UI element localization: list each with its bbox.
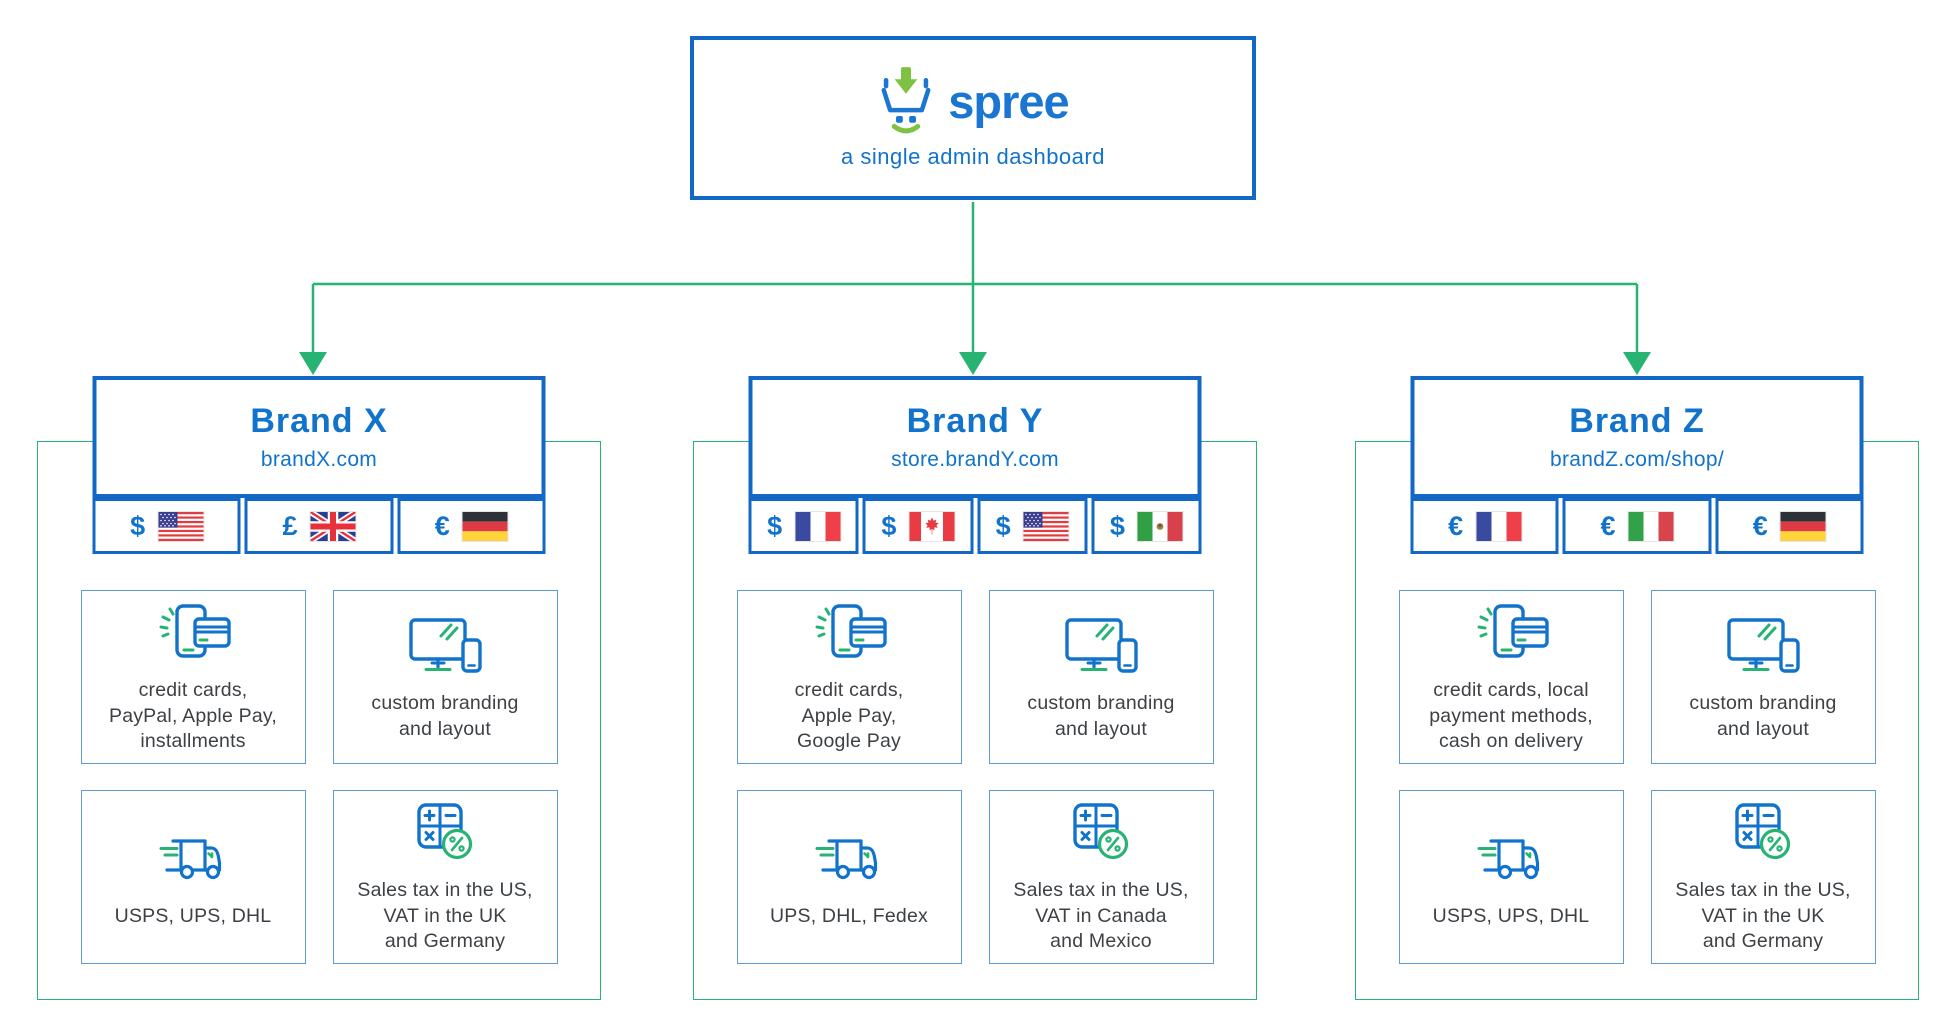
ca-flag-icon (909, 511, 955, 541)
brand-name: Brand Z (1569, 402, 1705, 440)
card-text: credit cards, local payment methods, cas… (1429, 678, 1593, 753)
feature-card: Sales tax in the US, VAT in the UK and G… (1650, 790, 1876, 964)
feature-card: custom branding and layout (988, 590, 1214, 764)
shipping-icon (809, 825, 889, 893)
currency-symbol: $ (995, 510, 1011, 541)
card-text: custom branding and layout (1689, 691, 1837, 740)
feature-card: UPS, DHL, Fedex (736, 790, 962, 964)
card-text: Sales tax in the US, VAT in Canada and M… (1013, 878, 1189, 953)
currency-cell: € (1410, 498, 1559, 554)
currency-cell: $ (977, 498, 1088, 554)
admin-dashboard-box: spree a single admin dashboard (690, 36, 1256, 200)
feature-card: Sales tax in the US, VAT in the UK and G… (332, 790, 558, 964)
currency-cell: € (397, 498, 546, 554)
payments-icon (1471, 599, 1551, 667)
branding-icon (405, 612, 485, 680)
currency-cell: $ (92, 498, 241, 554)
shipping-icon (153, 825, 233, 893)
currency-symbol: $ (881, 510, 897, 541)
feature-card: credit cards, local payment methods, cas… (1398, 590, 1624, 764)
feature-card: credit cards, PayPal, Apple Pay, install… (80, 590, 306, 764)
tax-icon (1732, 799, 1794, 867)
admin-dashboard-subtitle: a single admin dashboard (841, 144, 1105, 169)
card-text: Sales tax in the US, VAT in the UK and G… (1675, 878, 1851, 953)
currency-symbol: £ (282, 510, 298, 541)
card-text: credit cards, PayPal, Apple Pay, install… (108, 678, 277, 753)
brand-column-x: Brand X brandX.com $ £ € credit cards, P… (37, 376, 601, 1000)
brand-header-box: Brand Z brandZ.com/shop/ (1410, 376, 1864, 498)
feature-card: custom branding and layout (1650, 590, 1876, 764)
currency-symbol: $ (130, 510, 146, 541)
currency-row: € € € (1410, 498, 1864, 554)
brand-header-box: Brand X brandX.com (92, 376, 546, 498)
branding-icon (1061, 612, 1141, 680)
tax-icon (414, 799, 476, 867)
currency-symbol: $ (1109, 510, 1125, 541)
card-text: credit cards, Apple Pay, Google Pay (794, 678, 904, 753)
card-text: Sales tax in the US, VAT in the UK and G… (357, 878, 533, 953)
de-flag-icon (1780, 511, 1826, 541)
currency-cell: $ (1091, 498, 1202, 554)
mx-flag-icon (1137, 511, 1183, 541)
currency-symbol: € (1752, 510, 1768, 541)
spree-logo-text: spree (948, 75, 1069, 128)
brand-domain: store.brandY.com (891, 448, 1059, 471)
feature-cards: credit cards, Apple Pay, Google Pay cust… (694, 590, 1256, 964)
brand-name: Brand X (250, 402, 388, 440)
card-text: USPS, UPS, DHL (114, 904, 272, 927)
feature-card: USPS, UPS, DHL (1398, 790, 1624, 964)
branding-icon (1723, 612, 1803, 680)
arrow-brand-x-icon (299, 352, 327, 375)
fr-flag-icon (795, 511, 841, 541)
card-text: custom branding and layout (371, 691, 519, 740)
currency-cell: € (1715, 498, 1864, 554)
currency-row: $ $ $ $ (748, 498, 1202, 554)
card-text: USPS, UPS, DHL (1432, 904, 1590, 927)
currency-symbol: € (1600, 510, 1616, 541)
spree-cart-icon (881, 67, 931, 134)
currency-cell: € (1562, 498, 1712, 554)
arrow-brand-z-icon (1623, 352, 1651, 375)
uk-flag-icon (310, 511, 356, 541)
fr-flag-icon (1476, 511, 1522, 541)
it-flag-icon (1628, 511, 1674, 541)
payments-icon (809, 599, 889, 667)
brand-domain: brandZ.com/shop/ (1549, 448, 1725, 471)
us-flag-icon (1023, 511, 1069, 541)
feature-card: USPS, UPS, DHL (80, 790, 306, 964)
us-flag-icon (158, 511, 204, 541)
feature-card: Sales tax in the US, VAT in Canada and M… (988, 790, 1214, 964)
feature-cards: credit cards, PayPal, Apple Pay, install… (38, 590, 600, 964)
card-text: custom branding and layout (1027, 691, 1175, 740)
de-flag-icon (462, 511, 508, 541)
brand-domain: brandX.com (260, 448, 378, 471)
payments-icon (153, 599, 233, 667)
currency-cell: £ (244, 498, 394, 554)
brand-column-y: Brand Y store.brandY.com $ $ $ $ (693, 376, 1257, 1000)
feature-cards: credit cards, local payment methods, cas… (1356, 590, 1918, 964)
feature-card: credit cards, Apple Pay, Google Pay (736, 590, 962, 764)
currency-symbol: € (434, 510, 450, 541)
feature-card: custom branding and layout (332, 590, 558, 764)
brand-header-box: Brand Y store.brandY.com (748, 376, 1202, 498)
currency-symbol: $ (767, 510, 783, 541)
shipping-icon (1471, 825, 1551, 893)
brand-name: Brand Y (906, 402, 1044, 440)
spree-logo: spree (877, 66, 1070, 137)
card-text: UPS, DHL, Fedex (770, 904, 928, 927)
currency-cell: $ (862, 498, 973, 554)
currency-row: $ £ € (92, 498, 546, 554)
currency-cell: $ (748, 498, 859, 554)
tax-icon (1070, 799, 1132, 867)
brand-column-z: Brand Z brandZ.com/shop/ € € € credit ca… (1355, 376, 1919, 1000)
currency-symbol: € (1448, 510, 1464, 541)
arrow-brand-y-icon (959, 352, 987, 375)
